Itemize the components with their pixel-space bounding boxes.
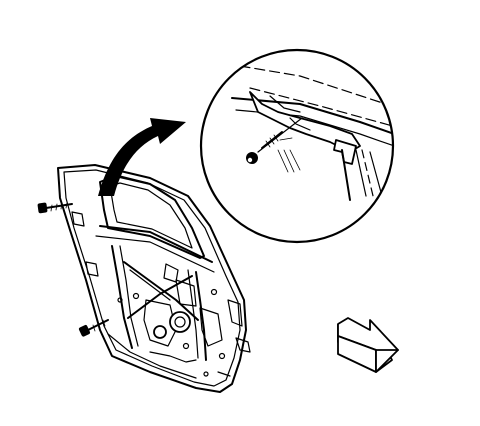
bolt-lower <box>78 319 109 337</box>
bolt-upper <box>37 202 73 214</box>
front-direction-arrow <box>337 317 399 373</box>
door-panel <box>57 164 251 393</box>
fastener-detail <box>246 117 303 164</box>
curved-arrow <box>98 118 186 196</box>
magnified-view <box>199 48 395 244</box>
